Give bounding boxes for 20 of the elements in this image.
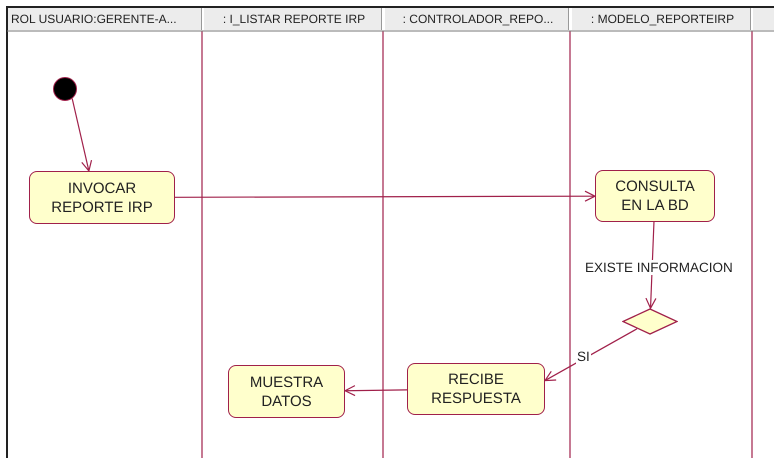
start-node	[53, 77, 77, 101]
swimlane-header: : MODELO_REPORTEIRP	[572, 8, 751, 30]
arrow	[544, 328, 638, 382]
edge-label: SI	[576, 349, 591, 364]
activity-label: CONSULTA EN LA BD	[614, 177, 696, 215]
activity-label: INVOCAR REPORTE IRP	[50, 178, 154, 216]
activity-label: RECIBE RESPUESTA	[430, 370, 522, 408]
swimlane-header: : I_LISTAR REPORTE IRP	[204, 8, 382, 30]
swimlane-header: : CONTROLADOR_REPO...	[385, 8, 569, 30]
activity-box	[595, 170, 715, 222]
arrow	[344, 385, 407, 396]
decision-diamond	[622, 308, 678, 335]
arrow	[72, 98, 92, 172]
activity-box	[407, 363, 545, 415]
activity-label: MUESTRA DATOS	[248, 372, 324, 410]
edge-label: EXISTE INFORMACION	[584, 260, 734, 275]
swimlane-header: ROL USUARIO:GERENTE-A...	[8, 8, 202, 30]
activity-box	[228, 365, 345, 418]
arrow	[175, 190, 596, 202]
activity-box	[29, 171, 175, 224]
